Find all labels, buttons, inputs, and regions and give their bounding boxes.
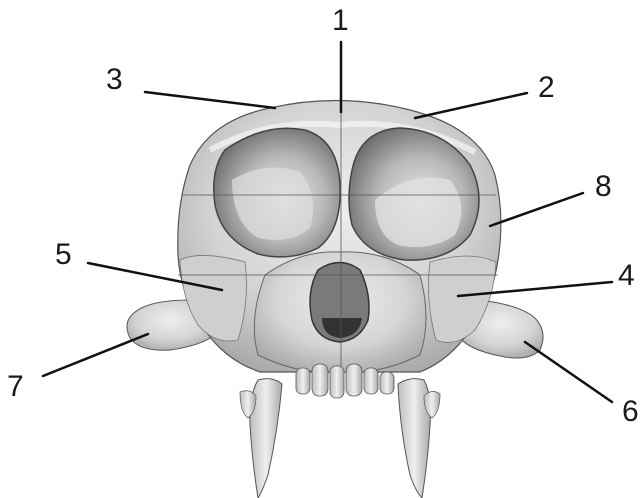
leader-line-6 xyxy=(525,342,612,402)
leader-line-3 xyxy=(145,92,275,108)
label-4: 4 xyxy=(618,261,635,291)
label-1: 1 xyxy=(332,6,349,36)
leader-line-8 xyxy=(490,193,583,226)
incisor xyxy=(346,364,362,396)
leader-line-2 xyxy=(415,93,527,118)
label-7: 7 xyxy=(7,372,24,402)
label-8: 8 xyxy=(595,172,612,202)
incisor xyxy=(364,368,378,394)
label-6: 6 xyxy=(622,397,639,427)
incisor xyxy=(312,364,328,396)
label-5: 5 xyxy=(55,240,72,270)
incisor xyxy=(330,366,344,398)
incisor xyxy=(296,368,310,394)
incisor xyxy=(380,372,394,394)
label-3: 3 xyxy=(106,65,123,95)
leader-line-7 xyxy=(43,334,148,376)
label-2: 2 xyxy=(538,73,555,103)
